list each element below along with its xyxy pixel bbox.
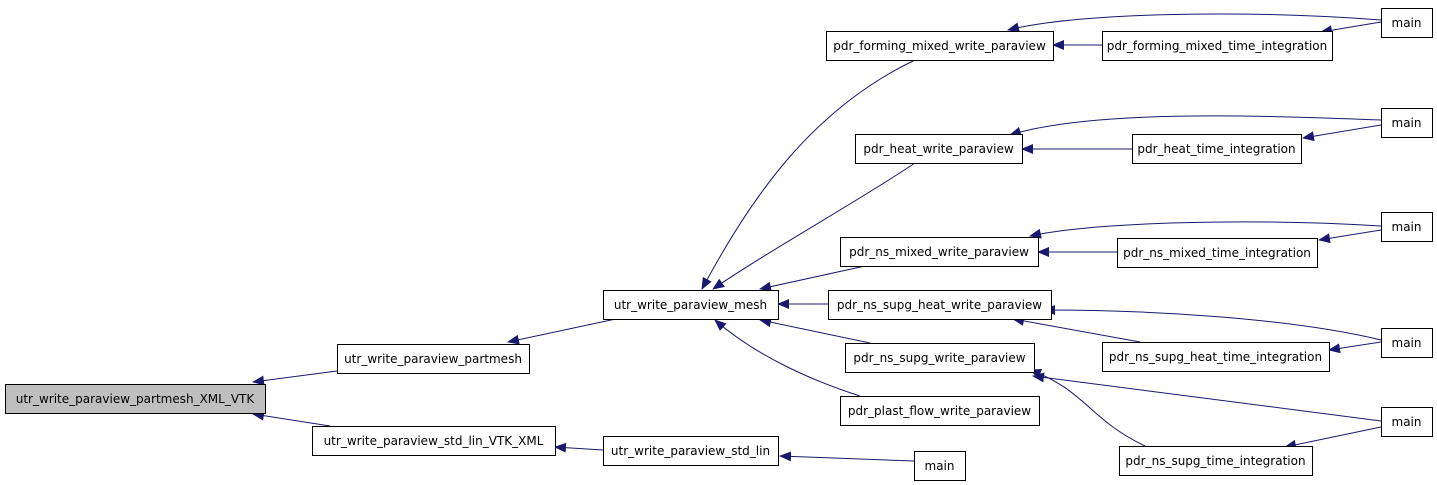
node-label: main	[1392, 220, 1422, 234]
edge-main4-to-nssupgheat_ti	[1328, 341, 1382, 354]
node-label: main	[925, 459, 955, 473]
edge-nssupg-to-mesh	[759, 317, 871, 344]
node-box[interactable]	[5, 384, 266, 414]
node-label: pdr_plast_flow_write_paraview	[848, 404, 1031, 418]
edge-plast-to-mesh	[714, 319, 861, 397]
node-main5[interactable]: main	[1381, 407, 1433, 437]
node-forming-ti[interactable]: pdr_forming_mixed_time_integration	[1102, 31, 1333, 61]
node-forming[interactable]: pdr_forming_mixed_write_paraview	[826, 31, 1054, 61]
node-label: utr_write_paraview_partmesh_XML_VTK	[16, 392, 256, 406]
node-main4[interactable]: main	[1381, 328, 1433, 358]
edge-main2-to-heat_ti	[1302, 124, 1382, 142]
node-label: pdr_forming_mixed_write_paraview	[833, 39, 1046, 53]
node-label: main	[1392, 336, 1422, 350]
node-box[interactable]	[312, 426, 556, 456]
node-box[interactable]	[826, 31, 1054, 61]
node-nssupg[interactable]: pdr_ns_supg_write_paraview	[845, 343, 1035, 373]
edge-main3-to-nsmixed	[1029, 221, 1382, 239]
node-stdlinvtk[interactable]: utr_write_paraview_std_lin_VTK_XML	[312, 426, 556, 456]
edge-stdlin-to-stdlinvtk	[554, 442, 604, 453]
node-box[interactable]	[337, 344, 530, 374]
node-label: pdr_forming_mixed_time_integration	[1107, 39, 1328, 53]
node-nsmixed[interactable]: pdr_ns_mixed_write_paraview	[840, 237, 1039, 267]
node-box[interactable]	[855, 134, 1023, 164]
edge-main1-to-forming_ti	[1320, 21, 1382, 36]
node-main1[interactable]: main	[1381, 8, 1433, 38]
node-main3[interactable]: main	[1381, 212, 1433, 242]
node-box[interactable]	[845, 343, 1035, 373]
node-box[interactable]	[1119, 446, 1313, 476]
node-mesh[interactable]: utr_write_paraview_mesh	[603, 290, 779, 320]
node-label: utr_write_paraview_partmesh	[344, 352, 522, 366]
node-label: utr_write_paraview_std_lin_VTK_XML	[324, 434, 544, 448]
node-nssupgheat-ti[interactable]: pdr_ns_supg_heat_time_integration	[1102, 342, 1330, 372]
edge-main_stdlin-to-stdlin	[779, 451, 915, 462]
node-box[interactable]	[1132, 134, 1302, 164]
edge-partmesh-to-root	[252, 370, 338, 386]
node-label: pdr_ns_supg_write_paraview	[853, 351, 1025, 365]
edge-mesh-to-partmesh	[507, 316, 626, 345]
node-main2[interactable]: main	[1381, 108, 1433, 138]
node-box[interactable]	[1102, 31, 1333, 61]
edge-layer	[252, 13, 1382, 462]
node-box[interactable]	[914, 451, 966, 481]
node-box[interactable]	[603, 290, 779, 320]
node-nsmixed-ti[interactable]: pdr_ns_mixed_time_integration	[1117, 238, 1318, 268]
node-label: pdr_ns_mixed_write_paraview	[849, 245, 1029, 259]
node-label: pdr_ns_supg_time_integration	[1125, 454, 1305, 468]
node-box[interactable]	[1381, 407, 1433, 437]
node-stdlin[interactable]: utr_write_paraview_std_lin	[603, 436, 779, 466]
edge-main2-to-heat	[1009, 115, 1382, 137]
edge-main3-to-nsmixed_ti	[1318, 229, 1382, 244]
node-plast[interactable]: pdr_plast_flow_write_paraview	[840, 396, 1040, 426]
node-label: main	[1392, 16, 1422, 30]
edge-nssupg_ti-to-nssupg	[1029, 369, 1146, 447]
edge-nsmixed-to-mesh	[759, 265, 866, 292]
edge-main1-to-forming	[1007, 13, 1382, 33]
node-heat-ti[interactable]: pdr_heat_time_integration	[1132, 134, 1302, 164]
node-label: pdr_ns_supg_heat_write_paraview	[837, 298, 1042, 312]
node-label: pdr_heat_write_paraview	[863, 142, 1013, 156]
node-main-stdlin[interactable]: main	[914, 451, 966, 481]
node-label: main	[1392, 116, 1422, 130]
node-label: pdr_ns_supg_heat_time_integration	[1109, 350, 1322, 364]
node-box[interactable]	[840, 237, 1039, 267]
node-box[interactable]	[1102, 342, 1330, 372]
node-box[interactable]	[1381, 108, 1433, 138]
node-nssupgheat[interactable]: pdr_ns_supg_heat_write_paraview	[828, 290, 1052, 320]
node-box[interactable]	[1381, 8, 1433, 38]
edge-main4-to-nssupgheat	[1043, 305, 1382, 341]
node-box[interactable]	[828, 290, 1052, 320]
edge-main5-to-nssupg_ti	[1284, 426, 1382, 450]
node-box[interactable]	[1117, 238, 1318, 268]
node-layer: utr_write_paraview_partmesh_XML_VTK utr_w…	[5, 8, 1433, 481]
node-heat[interactable]: pdr_heat_write_paraview	[855, 134, 1023, 164]
node-box[interactable]	[603, 436, 779, 466]
node-box[interactable]	[1381, 328, 1433, 358]
edge-forming-to-mesh	[701, 59, 916, 290]
edge-stdlinvtk-to-root	[252, 410, 331, 427]
edge-nssupgheat_ti-to-nssupgheat	[1012, 316, 1141, 343]
node-label: main	[1392, 415, 1422, 429]
node-label: utr_write_paraview_std_lin	[611, 444, 770, 458]
edge-heat-to-mesh	[712, 162, 916, 290]
node-label: pdr_ns_mixed_time_integration	[1123, 246, 1311, 260]
node-partmesh[interactable]: utr_write_paraview_partmesh	[337, 344, 530, 374]
node-root[interactable]: utr_write_paraview_partmesh_XML_VTK	[5, 384, 266, 414]
node-box[interactable]	[1381, 212, 1433, 242]
node-label: pdr_heat_time_integration	[1137, 142, 1295, 156]
node-box[interactable]	[840, 396, 1040, 426]
node-label: utr_write_paraview_mesh	[614, 298, 767, 312]
node-nssupg-ti[interactable]: pdr_ns_supg_time_integration	[1119, 446, 1313, 476]
edge-main5-to-nssupg	[1032, 372, 1382, 422]
